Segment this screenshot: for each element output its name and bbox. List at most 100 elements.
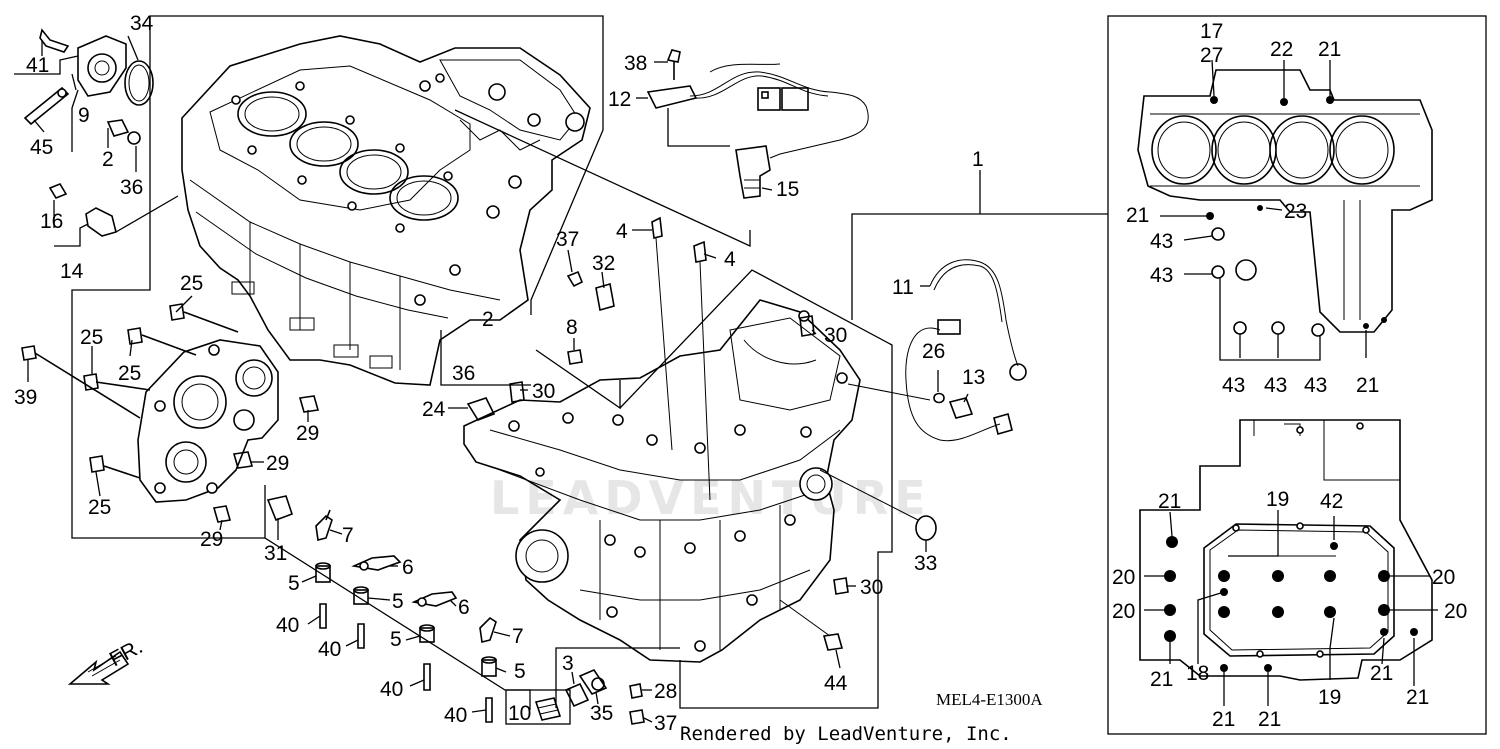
side-cover-bolts xyxy=(21,303,239,479)
callout-36: 36 xyxy=(452,362,475,385)
callout-32: 32 xyxy=(592,252,615,275)
callout-13: 13 xyxy=(962,366,985,389)
callout-19: 19 xyxy=(1266,488,1289,511)
callout-24: 24 xyxy=(422,398,446,421)
callout-25: 25 xyxy=(88,496,111,519)
callout-40: 40 xyxy=(380,678,403,701)
leaders-top-left xyxy=(14,35,179,247)
credit-text: Rendered by LeadVenture, Inc. xyxy=(680,723,1012,745)
callout-11: 11 xyxy=(892,276,914,299)
callout-9: 9 xyxy=(78,104,90,127)
callout-5: 5 xyxy=(390,628,402,651)
callout-21: 21 xyxy=(1406,686,1429,709)
right-panel-border xyxy=(851,15,1487,735)
drawing-code: MEL4-E1300A xyxy=(936,690,1043,709)
callout-5: 5 xyxy=(514,660,526,683)
callout-25: 25 xyxy=(180,272,203,295)
callout-21: 21 xyxy=(1356,374,1379,397)
upper-crankcase-callout-border xyxy=(71,15,604,710)
sensor-harness-illustration xyxy=(646,49,869,199)
callout-30: 30 xyxy=(532,380,555,403)
callout-37: 37 xyxy=(556,228,579,251)
callout-21: 21 xyxy=(1258,708,1281,731)
oil-jet-assemblies xyxy=(315,509,497,723)
callout-40: 40 xyxy=(318,638,341,661)
leaders-upper-case-top-view xyxy=(1160,59,1367,361)
callout-35: 35 xyxy=(590,702,613,725)
callout-8: 8 xyxy=(566,316,578,339)
callout-44: 44 xyxy=(824,672,848,695)
callout-29: 29 xyxy=(200,528,223,551)
lower-crankcase-illustration xyxy=(463,299,861,663)
callout-6: 6 xyxy=(402,556,414,579)
callout-3: 3 xyxy=(562,652,574,675)
leaders-lower-crankcase xyxy=(448,229,927,669)
neutral-switch-assembly xyxy=(23,28,154,237)
callout-4: 4 xyxy=(724,248,736,271)
callout-31: 31 xyxy=(264,542,287,565)
callout-4: 4 xyxy=(616,220,628,243)
callout-7: 7 xyxy=(512,625,524,648)
callout-12: 12 xyxy=(608,88,631,111)
callout-20: 20 xyxy=(1112,566,1135,589)
upper-case-top-view xyxy=(1137,69,1433,337)
callout-16: 16 xyxy=(40,210,63,233)
leaders-sensor xyxy=(454,61,773,248)
callout-38: 38 xyxy=(624,52,647,75)
callout-43: 43 xyxy=(1264,374,1287,397)
callout-33: 33 xyxy=(914,552,937,575)
callout-6: 6 xyxy=(458,596,470,619)
callout-15: 15 xyxy=(776,178,799,201)
callout-29: 29 xyxy=(296,422,319,445)
upper-crankcase-illustration xyxy=(181,35,591,386)
front-direction-arrow xyxy=(67,650,130,685)
callout-30: 30 xyxy=(860,576,883,599)
callout-30: 30 xyxy=(824,324,847,347)
lower-crankcase-small-parts xyxy=(466,216,937,651)
callout-36: 36 xyxy=(120,176,143,199)
callout-1: 1 xyxy=(972,148,984,171)
callout-21: 21 xyxy=(1370,662,1393,685)
callout-19: 19 xyxy=(1318,686,1341,709)
callout-18: 18 xyxy=(1186,662,1209,685)
callout-21: 21 xyxy=(1212,708,1235,731)
callout-14: 14 xyxy=(60,260,84,283)
leaders-oil-jets xyxy=(301,529,511,713)
leaders-left-middle xyxy=(27,295,309,540)
callout-20: 20 xyxy=(1432,566,1455,589)
leaders-lower-case-bottom-view xyxy=(1144,510,1438,706)
callout-43: 43 xyxy=(1222,374,1245,397)
callout-5: 5 xyxy=(288,572,300,595)
callout-17: 17 xyxy=(1200,20,1223,43)
callout-numbers: 1 2 2 3 4 4 5 5 5 5 6 6 7 7 8 9 10 11 12… xyxy=(14,12,1467,735)
callout-43: 43 xyxy=(1304,374,1327,397)
callout-26: 26 xyxy=(922,340,945,363)
callout-43: 43 xyxy=(1150,264,1173,287)
callout-25: 25 xyxy=(118,362,141,385)
callout-7: 7 xyxy=(342,524,354,547)
callout-37: 37 xyxy=(654,712,677,735)
direction-label: FR. xyxy=(106,635,147,671)
callout-21: 21 xyxy=(1150,668,1173,691)
side-cover-illustration xyxy=(137,339,320,523)
callout-23: 23 xyxy=(1284,200,1307,223)
callout-45: 45 xyxy=(30,136,53,159)
callout-20: 20 xyxy=(1112,600,1135,623)
callout-29: 29 xyxy=(266,452,289,475)
leaders-knock-sensor xyxy=(920,285,969,403)
callout-10: 10 xyxy=(508,702,531,725)
callout-39: 39 xyxy=(14,386,37,409)
callout-25: 25 xyxy=(80,326,103,349)
callout-34: 34 xyxy=(130,12,154,35)
lower-crankcase-border xyxy=(535,269,893,709)
knock-sensor-harness xyxy=(847,259,1027,442)
callout-43: 43 xyxy=(1150,230,1173,253)
oil-strainer-assembly xyxy=(505,647,680,725)
callout-20: 20 xyxy=(1444,600,1467,623)
callout-2: 2 xyxy=(482,308,494,331)
callout-28: 28 xyxy=(654,680,677,703)
callout-22: 22 xyxy=(1270,38,1293,61)
callout-21: 21 xyxy=(1126,204,1149,227)
callout-40: 40 xyxy=(276,614,299,637)
callout-41: 41 xyxy=(26,54,49,77)
